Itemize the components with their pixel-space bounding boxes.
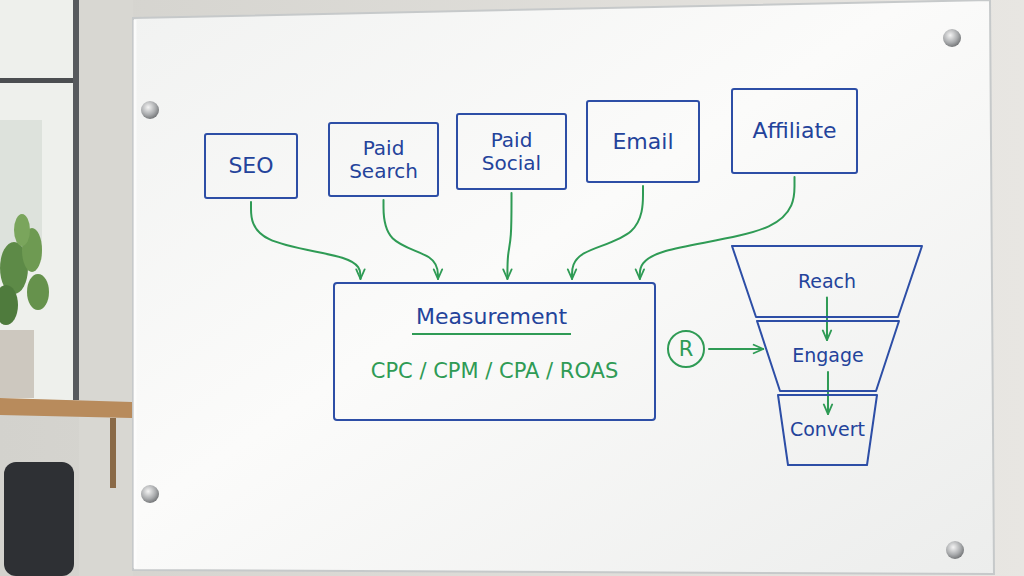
box-label: Affiliate	[752, 118, 836, 143]
stage-label: Reach	[798, 271, 856, 293]
circle-label: R	[679, 339, 694, 360]
funnel-outline	[732, 246, 922, 317]
chair	[4, 462, 74, 576]
flow-arrow	[640, 177, 795, 279]
table-leg	[110, 418, 116, 488]
funnel-outline	[778, 395, 877, 465]
box-label: Paid Search	[336, 137, 431, 183]
channel-box: Email	[586, 100, 700, 183]
standoff-bolt	[141, 101, 159, 119]
standoff-bolt	[943, 29, 961, 47]
pillar	[79, 0, 133, 576]
box-label: Paid Social	[464, 129, 559, 175]
connectors	[251, 177, 828, 414]
stage-label: Convert	[790, 419, 865, 441]
funnel-stage: Reach	[732, 245, 922, 318]
flow-arrow	[709, 348, 763, 350]
flow-arrow	[251, 202, 360, 279]
funnel-outline	[757, 321, 899, 391]
box-label: SEO	[228, 153, 273, 178]
channel-box: Paid Social	[456, 113, 567, 190]
window-frame	[0, 78, 78, 83]
flow-arrow	[826, 297, 828, 340]
standoff-bolt	[141, 485, 159, 503]
metric-list: CPC / CPM / CPA / ROAS	[371, 359, 619, 383]
channel-box: Affiliate	[731, 88, 858, 174]
flow-arrow	[572, 186, 643, 279]
funnel-stage: Engage	[757, 320, 899, 392]
stage-label: Engage	[792, 345, 864, 367]
panel-heading: Measurement	[412, 304, 571, 335]
box-label: Email	[612, 129, 673, 154]
circle-marker: R	[666, 329, 706, 369]
flow-arrow	[507, 193, 511, 279]
flow-arrow	[384, 200, 438, 279]
circle-outline	[668, 331, 704, 367]
window-frame	[73, 0, 79, 400]
plant	[0, 214, 49, 398]
window	[0, 0, 78, 400]
glass-edge	[134, 20, 137, 568]
measurement-box: MeasurementCPC / CPM / CPA / ROAS	[333, 282, 656, 421]
channel-box: SEO	[204, 133, 298, 199]
funnel-stage: Convert	[778, 394, 877, 466]
standoff-bolt	[946, 541, 964, 559]
glass-board	[133, 0, 994, 574]
table	[0, 398, 132, 418]
channel-box: Paid Search	[328, 122, 439, 197]
flow-arrow	[827, 372, 829, 414]
